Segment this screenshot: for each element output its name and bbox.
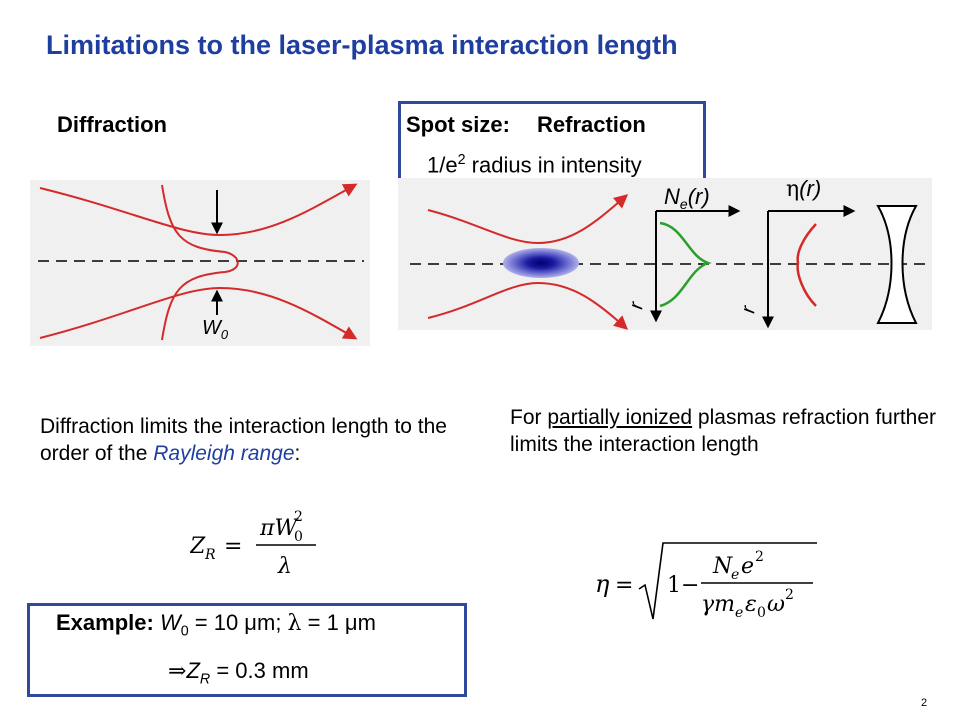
svg-text:−: − (681, 573, 699, 598)
refraction-heading: Refraction (537, 112, 646, 137)
svg-text:0: 0 (294, 529, 303, 545)
svg-text:e: e (741, 554, 754, 579)
svg-text:0: 0 (757, 605, 766, 621)
svg-text:πW: πW (259, 516, 299, 541)
spot-size-heading: Spot size: (406, 112, 510, 137)
r-axis-label-1: r (625, 299, 648, 311)
svg-text:=: = (615, 573, 633, 598)
svg-text:η: η (595, 570, 610, 598)
eta-label: η(r) (786, 176, 821, 202)
svg-text:ε: ε (745, 592, 757, 617)
svg-text:ω: ω (767, 592, 785, 617)
diffraction-heading: Diffraction (57, 112, 167, 137)
diffraction-text: Diffraction limits the interaction lengt… (40, 415, 447, 465)
svg-text:λ: λ (277, 554, 292, 579)
example-line-1: Example: W0 = 10 μm; λ = 1 μm (56, 610, 376, 640)
svg-text:2: 2 (294, 509, 303, 525)
refractive-index-equation: η = 1 − N e e 2 γm e ε 0 ω 2 (595, 542, 817, 621)
concave-lens-icon (876, 205, 918, 324)
w0-label: W0 (202, 317, 229, 342)
page-title: Limitations to the laser-plasma interact… (46, 30, 678, 60)
refraction-diagram: Ne(r) r η(r) r (398, 176, 932, 330)
svg-text:R: R (204, 547, 216, 563)
svg-text:=: = (224, 534, 242, 559)
page-number: 2 (921, 697, 928, 709)
ne-label: Ne(r) (664, 184, 710, 212)
example-line-2: ⇒ZR = 0.3 mm (168, 658, 309, 688)
example-box (27, 603, 467, 697)
svg-text:2: 2 (755, 549, 764, 565)
refraction-text: For partially ionized plasmas refraction… (510, 406, 937, 456)
svg-text:e: e (735, 605, 743, 621)
rayleigh-range-equation: Z R = πW 2 0 λ (190, 509, 316, 579)
svg-text:γm: γm (701, 592, 735, 617)
diffraction-diagram: W0 (30, 180, 370, 346)
svg-text:2: 2 (785, 587, 794, 603)
r-axis-label-2: r (737, 303, 760, 315)
svg-text:e: e (731, 567, 739, 583)
svg-text:1: 1 (667, 573, 681, 598)
svg-text:Z: Z (190, 534, 206, 559)
spot-size-definition: 1/e2 radius in intensity (427, 152, 642, 178)
svg-text:N: N (712, 554, 733, 579)
